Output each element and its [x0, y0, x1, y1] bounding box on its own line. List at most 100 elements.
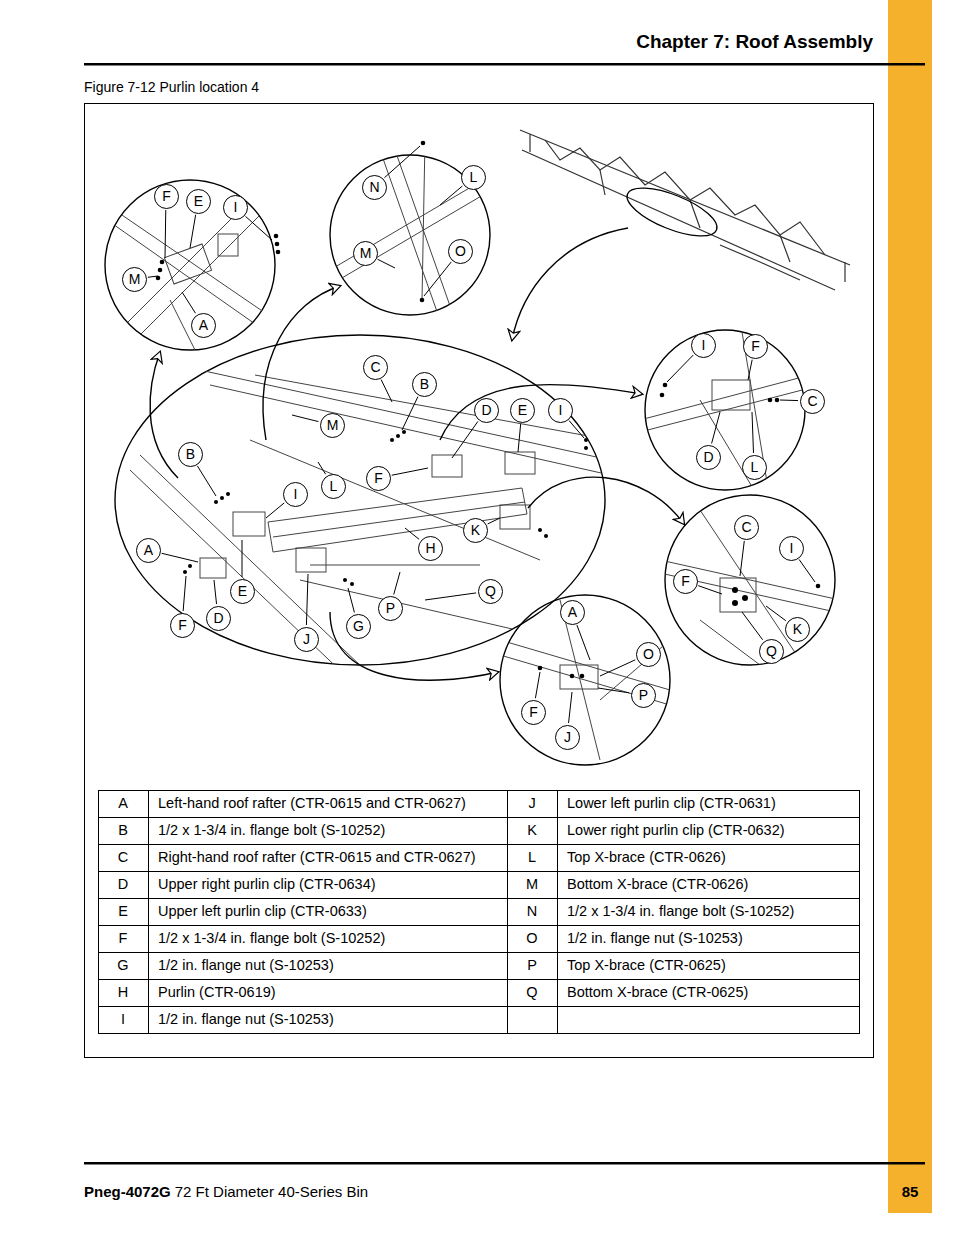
leader-line: [378, 259, 395, 268]
leader-line: [488, 518, 500, 524]
table-key: C: [118, 849, 128, 866]
table-description: Purlin (CTR-0619): [158, 984, 276, 1001]
callout-letter: L: [742, 455, 767, 480]
leader-line: [266, 503, 284, 518]
leader-line: [740, 541, 744, 576]
leader-line: [214, 580, 217, 604]
leader-line: [348, 588, 354, 612]
callout-letter: N: [362, 175, 387, 200]
callout-letter: F: [170, 613, 195, 638]
table-key: G: [117, 957, 128, 974]
callout-letter: C: [800, 389, 825, 414]
leader-line: [799, 559, 815, 582]
table-key: F: [119, 930, 128, 947]
callout-letter: L: [321, 474, 346, 499]
leader-line: [577, 625, 590, 660]
callout-letter: D: [696, 445, 721, 470]
callout-letter: E: [510, 398, 535, 423]
callout-letter: E: [230, 579, 255, 604]
table-description: Top X-brace (CTR-0626): [567, 849, 726, 866]
footer-rule: [84, 1162, 925, 1165]
callout-letter: Q: [478, 579, 503, 604]
leader-line: [190, 215, 196, 248]
callout-letter: J: [294, 627, 319, 652]
callout-letter: I: [548, 398, 573, 423]
table-description: 1/2 in. flange nut (S-10253): [158, 957, 334, 974]
table-description: Right-hand roof rafter (CTR-0615 and CTR…: [158, 849, 476, 866]
callout-letter: O: [448, 239, 473, 264]
table-key: J: [528, 795, 535, 812]
callout-letter: J: [555, 725, 580, 750]
table-description: Left-hand roof rafter (CTR-0615 and CTR-…: [158, 795, 466, 812]
leader-line: [318, 462, 326, 474]
truss-overview: [520, 130, 850, 290]
table-description: Bottom X-brace (CTR-0625): [567, 984, 748, 1001]
table-key: Q: [526, 984, 537, 1001]
leader-line: [698, 586, 722, 594]
leader-line: [183, 576, 186, 611]
leader-line: [780, 400, 798, 402]
callout-letter: P: [631, 683, 656, 708]
table-description: 1/2 in. flange nut (S-10253): [158, 1011, 334, 1028]
detail-parts: [100, 140, 840, 760]
callout-letter: I: [223, 195, 248, 220]
doc-code: Pneg-4072G: [84, 1183, 171, 1200]
table-key: O: [526, 930, 537, 947]
leader-line: [245, 216, 272, 240]
table-key: A: [118, 795, 128, 812]
leader-line: [384, 146, 420, 178]
table-description: 1/2 x 1-3/4 in. flange bolt (S-10252): [158, 822, 385, 839]
callout-letter: F: [154, 184, 179, 209]
callout-letter: M: [122, 267, 147, 292]
table-key: B: [118, 822, 128, 839]
side-bar: [888, 0, 932, 1213]
callout-letter: M: [353, 241, 378, 266]
leader-line: [452, 421, 478, 458]
leader-line: [165, 210, 167, 258]
table-key: D: [118, 876, 128, 893]
table-key: N: [527, 903, 537, 920]
leader-line: [394, 572, 400, 595]
leader-line: [182, 292, 195, 313]
callout-letter: A: [560, 600, 585, 625]
leader-line: [712, 412, 720, 443]
table-description: 1/2 x 1-3/4 in. flange bolt (S-10252): [158, 930, 385, 947]
table-key: E: [118, 903, 128, 920]
leader-line: [162, 553, 198, 562]
leader-line: [752, 412, 753, 453]
page-number: 85: [902, 1183, 919, 1200]
leader-line: [569, 692, 572, 723]
page-header: Chapter 7: Roof Assembly: [636, 31, 873, 53]
leader-line: [292, 415, 318, 422]
table-description: Top X-brace (CTR-0625): [567, 957, 726, 974]
leader-line: [148, 276, 158, 277]
callout-letter: I: [779, 536, 804, 561]
callout-letter: K: [785, 617, 810, 642]
callout-letter: M: [320, 413, 345, 438]
callout-letter: F: [366, 466, 391, 491]
table-key: M: [526, 876, 538, 893]
callout-letter: O: [636, 642, 661, 667]
leader-line: [535, 672, 540, 698]
leader-line: [242, 540, 243, 577]
figure-frame: [85, 104, 874, 1058]
callout-letter: F: [743, 334, 768, 359]
callout-letter: I: [691, 333, 716, 358]
leader-line: [440, 186, 462, 205]
callout-letter: P: [378, 596, 403, 621]
header-rule: [84, 63, 925, 66]
callout-letter: I: [283, 482, 308, 507]
callout-letter: B: [178, 442, 203, 467]
callout-letter: K: [463, 518, 488, 543]
leader-line: [425, 593, 476, 600]
callout-letter: D: [474, 398, 499, 423]
table-description: 1/2 in. flange nut (S-10253): [567, 930, 743, 947]
table-description: Lower left purlin clip (CTR-0631): [567, 795, 776, 812]
table-description: Bottom X-brace (CTR-0626): [567, 876, 748, 893]
detail-circles: [105, 155, 835, 765]
callout-letter: G: [346, 614, 371, 639]
callout-letter: F: [673, 569, 698, 594]
table-description: Upper left purlin clip (CTR-0633): [158, 903, 367, 920]
table-key: K: [527, 822, 537, 839]
leader-line: [600, 660, 635, 676]
